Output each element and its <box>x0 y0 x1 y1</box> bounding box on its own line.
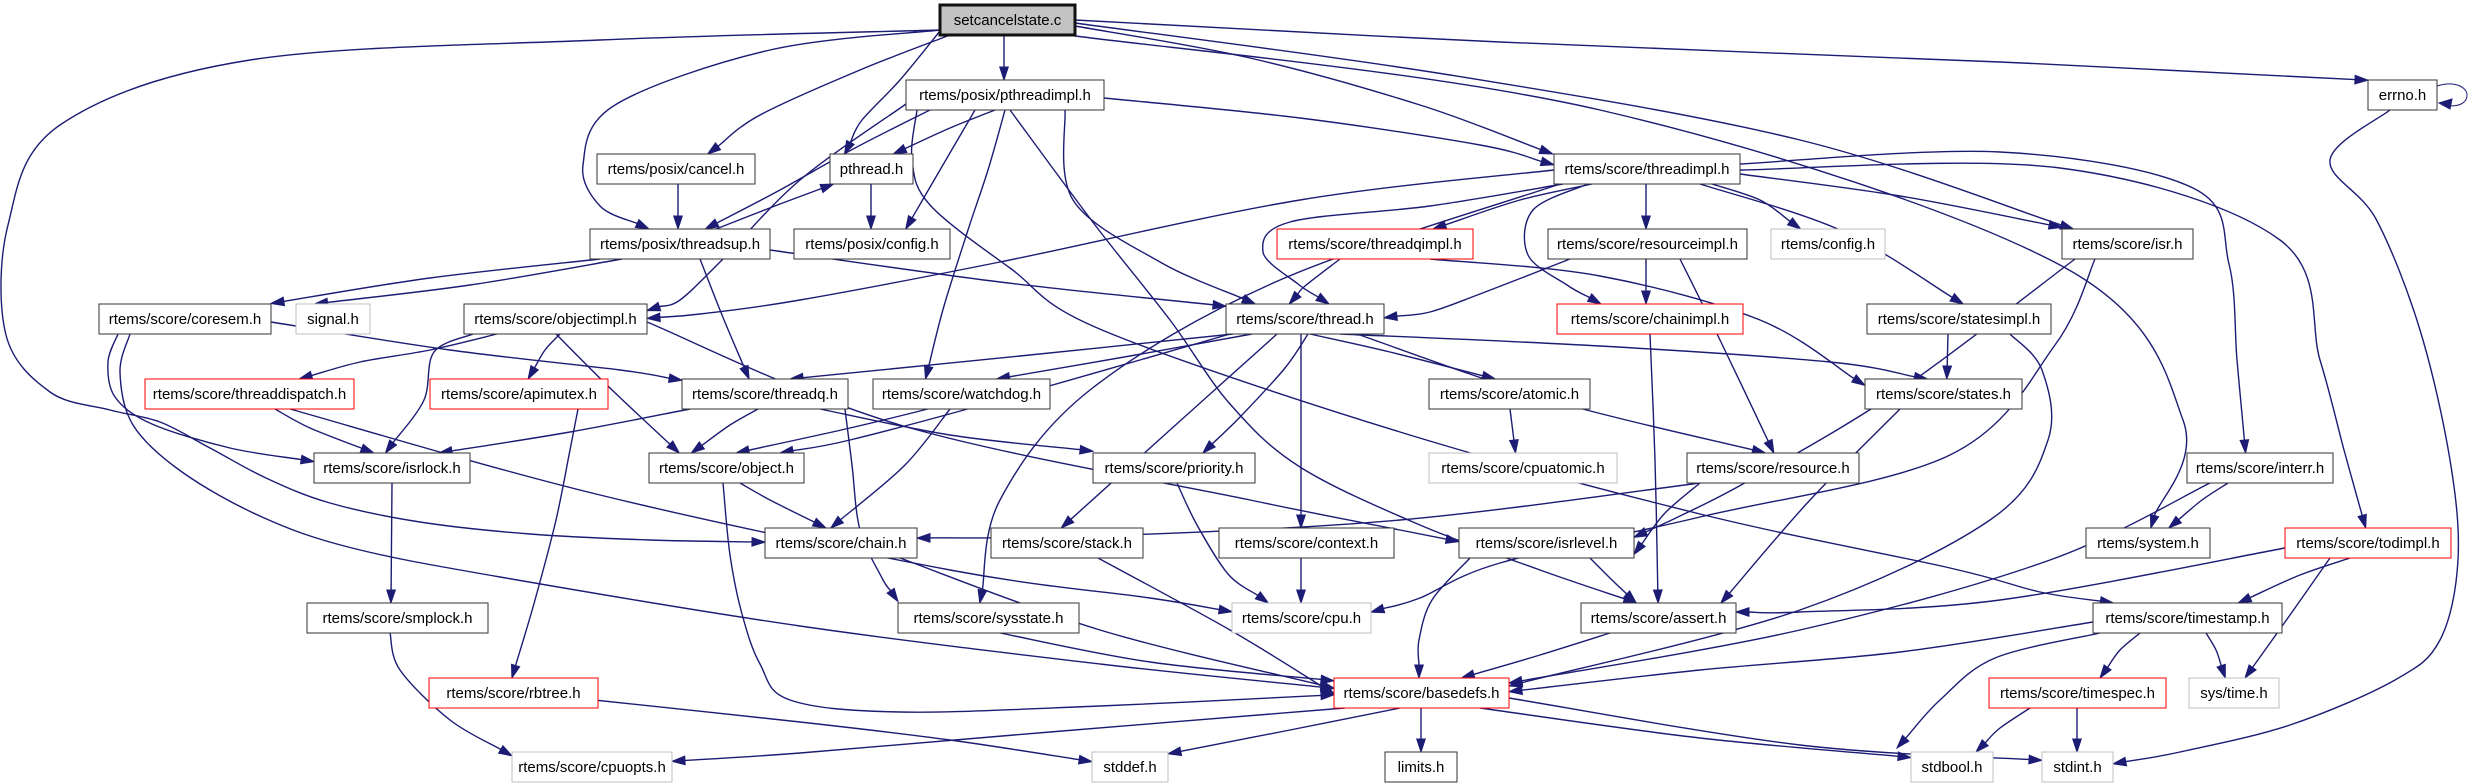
svg-text:rtems/system.h: rtems/system.h <box>2097 535 2199 552</box>
svg-text:rtems/score/stack.h: rtems/score/stack.h <box>1002 535 1132 552</box>
svg-text:rtems/posix/pthreadimpl.h: rtems/posix/pthreadimpl.h <box>919 87 1091 104</box>
svg-text:rtems/config.h: rtems/config.h <box>1781 236 1875 253</box>
svg-text:rtems/posix/threadsup.h: rtems/posix/threadsup.h <box>600 236 760 253</box>
svg-text:errno.h: errno.h <box>2379 87 2427 104</box>
svg-text:rtems/posix/config.h: rtems/posix/config.h <box>805 236 938 253</box>
svg-text:rtems/posix/cancel.h: rtems/posix/cancel.h <box>608 161 745 178</box>
svg-text:rtems/score/atomic.h: rtems/score/atomic.h <box>1440 386 1579 403</box>
svg-text:rtems/score/objectimpl.h: rtems/score/objectimpl.h <box>474 311 637 328</box>
svg-text:rtems/score/threadq.h: rtems/score/threadq.h <box>692 386 838 403</box>
svg-text:rtems/score/coresem.h: rtems/score/coresem.h <box>109 311 262 328</box>
svg-text:stddef.h: stddef.h <box>1103 759 1156 776</box>
svg-text:rtems/score/timestamp.h: rtems/score/timestamp.h <box>2105 610 2269 627</box>
svg-text:rtems/score/statesimpl.h: rtems/score/statesimpl.h <box>1878 311 2041 328</box>
svg-text:rtems/score/timespec.h: rtems/score/timespec.h <box>2000 685 2155 702</box>
svg-text:rtems/score/chain.h: rtems/score/chain.h <box>776 535 907 552</box>
svg-text:rtems/score/isr.h: rtems/score/isr.h <box>2072 236 2182 253</box>
svg-text:rtems/score/isrlevel.h: rtems/score/isrlevel.h <box>1476 535 1618 552</box>
svg-text:rtems/score/resource.h: rtems/score/resource.h <box>1696 460 1849 477</box>
svg-text:rtems/score/cpuopts.h: rtems/score/cpuopts.h <box>518 759 666 776</box>
svg-text:rtems/score/threaddispatch.h: rtems/score/threaddispatch.h <box>153 386 346 403</box>
svg-text:rtems/score/object.h: rtems/score/object.h <box>659 460 794 477</box>
svg-text:rtems/score/chainimpl.h: rtems/score/chainimpl.h <box>1571 311 1729 328</box>
svg-text:rtems/score/threadqimpl.h: rtems/score/threadqimpl.h <box>1288 236 1461 253</box>
svg-text:stdbool.h: stdbool.h <box>1922 759 1983 776</box>
svg-text:setcancelstate.c: setcancelstate.c <box>954 12 1062 29</box>
svg-text:rtems/score/watchdog.h: rtems/score/watchdog.h <box>882 386 1041 403</box>
svg-text:limits.h: limits.h <box>1398 759 1445 776</box>
svg-text:rtems/score/threadimpl.h: rtems/score/threadimpl.h <box>1564 161 1729 178</box>
svg-text:rtems/score/priority.h: rtems/score/priority.h <box>1105 460 1244 477</box>
svg-text:rtems/score/resourceimpl.h: rtems/score/resourceimpl.h <box>1557 236 1738 253</box>
svg-text:rtems/score/apimutex.h: rtems/score/apimutex.h <box>441 386 597 403</box>
svg-text:rtems/score/cpuatomic.h: rtems/score/cpuatomic.h <box>1441 460 1604 477</box>
svg-text:rtems/score/basedefs.h: rtems/score/basedefs.h <box>1344 685 1500 702</box>
svg-text:rtems/score/rbtree.h: rtems/score/rbtree.h <box>446 685 580 702</box>
svg-text:signal.h: signal.h <box>307 311 359 328</box>
svg-text:stdint.h: stdint.h <box>2053 759 2101 776</box>
svg-text:rtems/score/sysstate.h: rtems/score/sysstate.h <box>913 610 1063 627</box>
svg-text:sys/time.h: sys/time.h <box>2200 685 2268 702</box>
svg-text:rtems/score/assert.h: rtems/score/assert.h <box>1591 610 1727 627</box>
svg-text:pthread.h: pthread.h <box>840 161 903 178</box>
svg-text:rtems/score/interr.h: rtems/score/interr.h <box>2196 460 2324 477</box>
svg-text:rtems/score/context.h: rtems/score/context.h <box>1235 535 1378 552</box>
svg-text:rtems/score/states.h: rtems/score/states.h <box>1876 386 2011 403</box>
svg-text:rtems/score/cpu.h: rtems/score/cpu.h <box>1242 610 1361 627</box>
svg-text:rtems/score/thread.h: rtems/score/thread.h <box>1236 311 1374 328</box>
svg-text:rtems/score/todimpl.h: rtems/score/todimpl.h <box>2296 535 2439 552</box>
svg-text:rtems/score/smplock.h: rtems/score/smplock.h <box>322 610 472 627</box>
svg-text:rtems/score/isrlock.h: rtems/score/isrlock.h <box>323 460 461 477</box>
